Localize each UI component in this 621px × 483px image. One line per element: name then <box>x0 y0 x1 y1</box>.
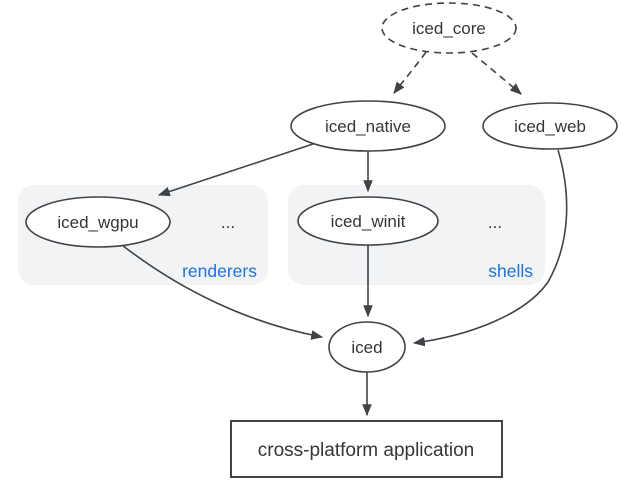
node-iced-winit-label: iced_winit <box>331 212 406 231</box>
edge-wgpu-to-iced <box>121 244 324 340</box>
group-renderers-label: renderers <box>182 261 257 281</box>
node-iced-label: iced <box>351 338 382 357</box>
edge-core-to-web <box>471 52 522 95</box>
edge-web-to-iced <box>412 149 568 347</box>
node-iced-wgpu <box>25 196 171 248</box>
node-iced-core <box>381 2 517 54</box>
edge-native-to-wgpu <box>157 143 314 197</box>
node-iced-wgpu-label: iced_wgpu <box>57 213 138 232</box>
group-renderers-ellipsis: ... <box>221 213 235 232</box>
edge-core-to-native <box>393 51 427 94</box>
node-iced <box>328 321 406 373</box>
node-iced-web <box>482 102 618 150</box>
node-cross-platform-application-label: cross-platform application <box>258 440 474 461</box>
node-iced-native <box>290 100 446 152</box>
group-shells-label: shells <box>488 261 533 281</box>
group-shells-ellipsis: ... <box>488 213 502 232</box>
node-iced-core-label: iced_core <box>412 19 486 38</box>
node-iced-winit <box>297 196 439 246</box>
node-cross-platform-application <box>230 420 503 478</box>
node-iced-native-label: iced_native <box>325 117 411 136</box>
node-iced-web-label: iced_web <box>514 117 586 136</box>
